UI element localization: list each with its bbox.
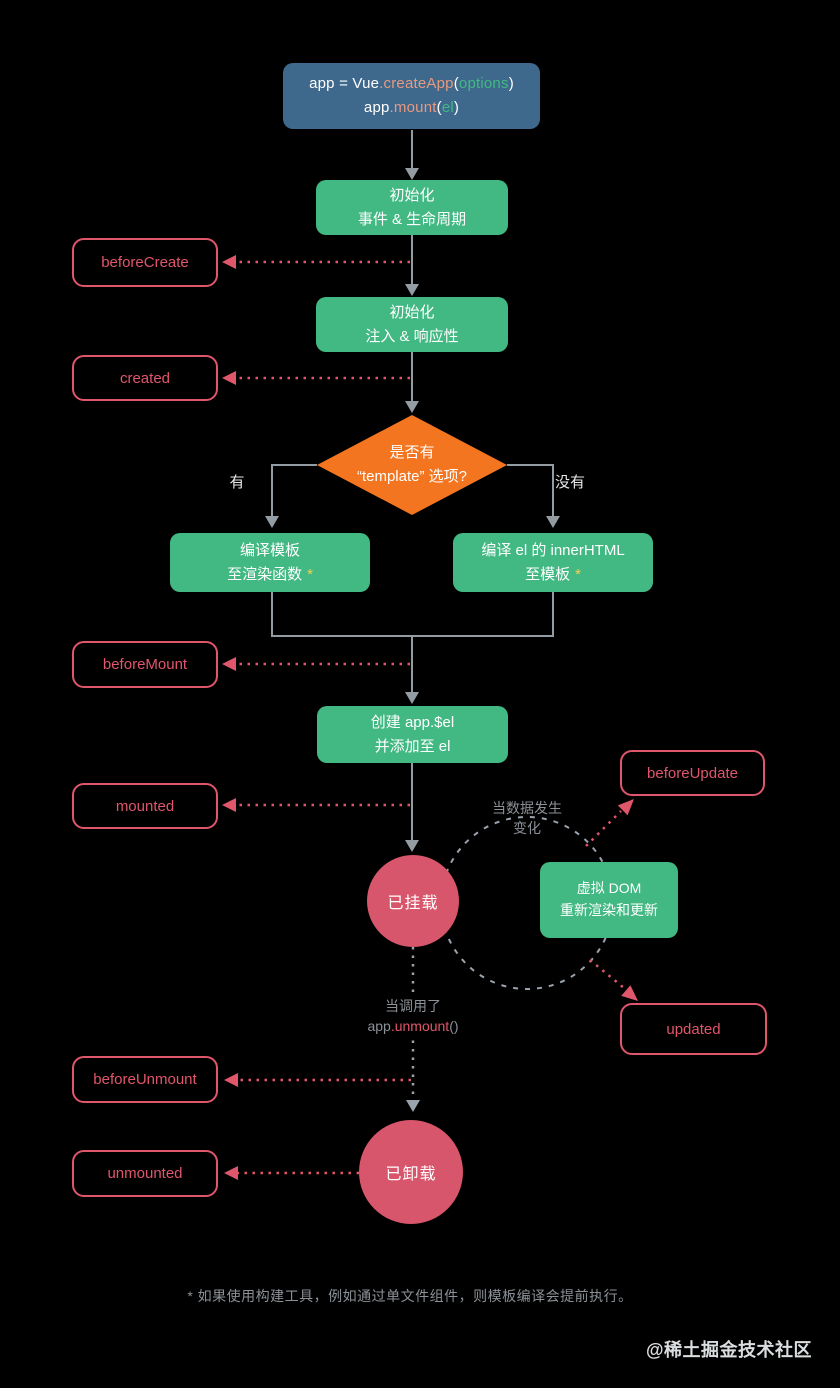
- node-compile-innerhtml: 编译 el 的 innerHTML 至模板*: [453, 533, 653, 592]
- watermark: @稀土掘金技术社区: [645, 1340, 812, 1360]
- footnote: * 如果使用构建工具，例如通过单文件组件，则模板编译会提前执行。: [187, 1288, 633, 1304]
- node-virtual-dom: 虚拟 DOM 重新渲染和更新: [540, 862, 678, 938]
- hook-updated: updated: [620, 1003, 767, 1055]
- hook-before-create: beforeCreate: [72, 238, 218, 287]
- hook-before-unmount: beforeUnmount: [72, 1056, 218, 1103]
- flow-arrowhead: [405, 840, 419, 852]
- code-line-1: app = Vue.createApp(options): [309, 75, 514, 92]
- node-init-injection: 初始化 注入 & 响应性: [316, 297, 508, 352]
- hook-arrowhead: [621, 985, 638, 1001]
- hook-arrowhead: [222, 798, 236, 812]
- hook-before-mount: beforeMount: [72, 641, 218, 688]
- hook-before-update: beforeUpdate: [620, 750, 765, 796]
- node-init-events: 初始化 事件 & 生命周期: [316, 180, 508, 235]
- unmount-code: app.unmount(): [367, 1018, 459, 1035]
- flow-arrowhead: [405, 284, 419, 296]
- branch-line-yes: [271, 464, 317, 518]
- hook-created: created: [72, 355, 218, 401]
- footnote-star: *: [575, 565, 581, 583]
- flow-arrowhead: [405, 168, 419, 180]
- state-mounted-circle: 已挂载: [367, 855, 459, 947]
- branch-label-yes: 有: [229, 474, 245, 491]
- label-on-unmount-called: 当调用了 app.unmount(): [343, 993, 483, 1040]
- code-line-2: app.mount(el): [363, 99, 460, 116]
- hook-arrowhead: [224, 1073, 238, 1087]
- node-compile-template: 编译模板 至渲染函数*: [170, 533, 370, 592]
- hook-arrowhead: [617, 799, 634, 816]
- footnote-star: *: [307, 565, 313, 583]
- hook-unmounted: unmounted: [72, 1150, 218, 1197]
- hook-arrowhead: [222, 657, 236, 671]
- hook-line-before-update: [585, 810, 622, 847]
- unmount-dotted-arrowhead: [406, 1100, 420, 1112]
- hook-mounted: mounted: [72, 783, 218, 829]
- hook-arrowhead: [222, 371, 236, 385]
- hook-arrowhead: [224, 1166, 238, 1180]
- create-app-code-box: app = Vue.createApp(options) app.mount(e…: [283, 63, 540, 129]
- flow-arrowhead: [405, 692, 419, 704]
- state-unmounted-circle: 已卸载: [359, 1120, 463, 1224]
- label-on-data-change: 当数据发生 变化: [492, 800, 562, 837]
- branch-label-no: 没有: [554, 474, 585, 491]
- hook-arrowhead: [222, 255, 236, 269]
- hook-line-updated: [589, 959, 625, 989]
- flow-arrowhead: [405, 401, 419, 413]
- flow-arrowhead: [265, 516, 279, 528]
- branch-line-no: [507, 464, 554, 518]
- flow-arrowhead: [546, 516, 560, 528]
- merge-line: [271, 592, 554, 637]
- node-create-app-el: 创建 app.$el 并添加至 el: [317, 706, 508, 763]
